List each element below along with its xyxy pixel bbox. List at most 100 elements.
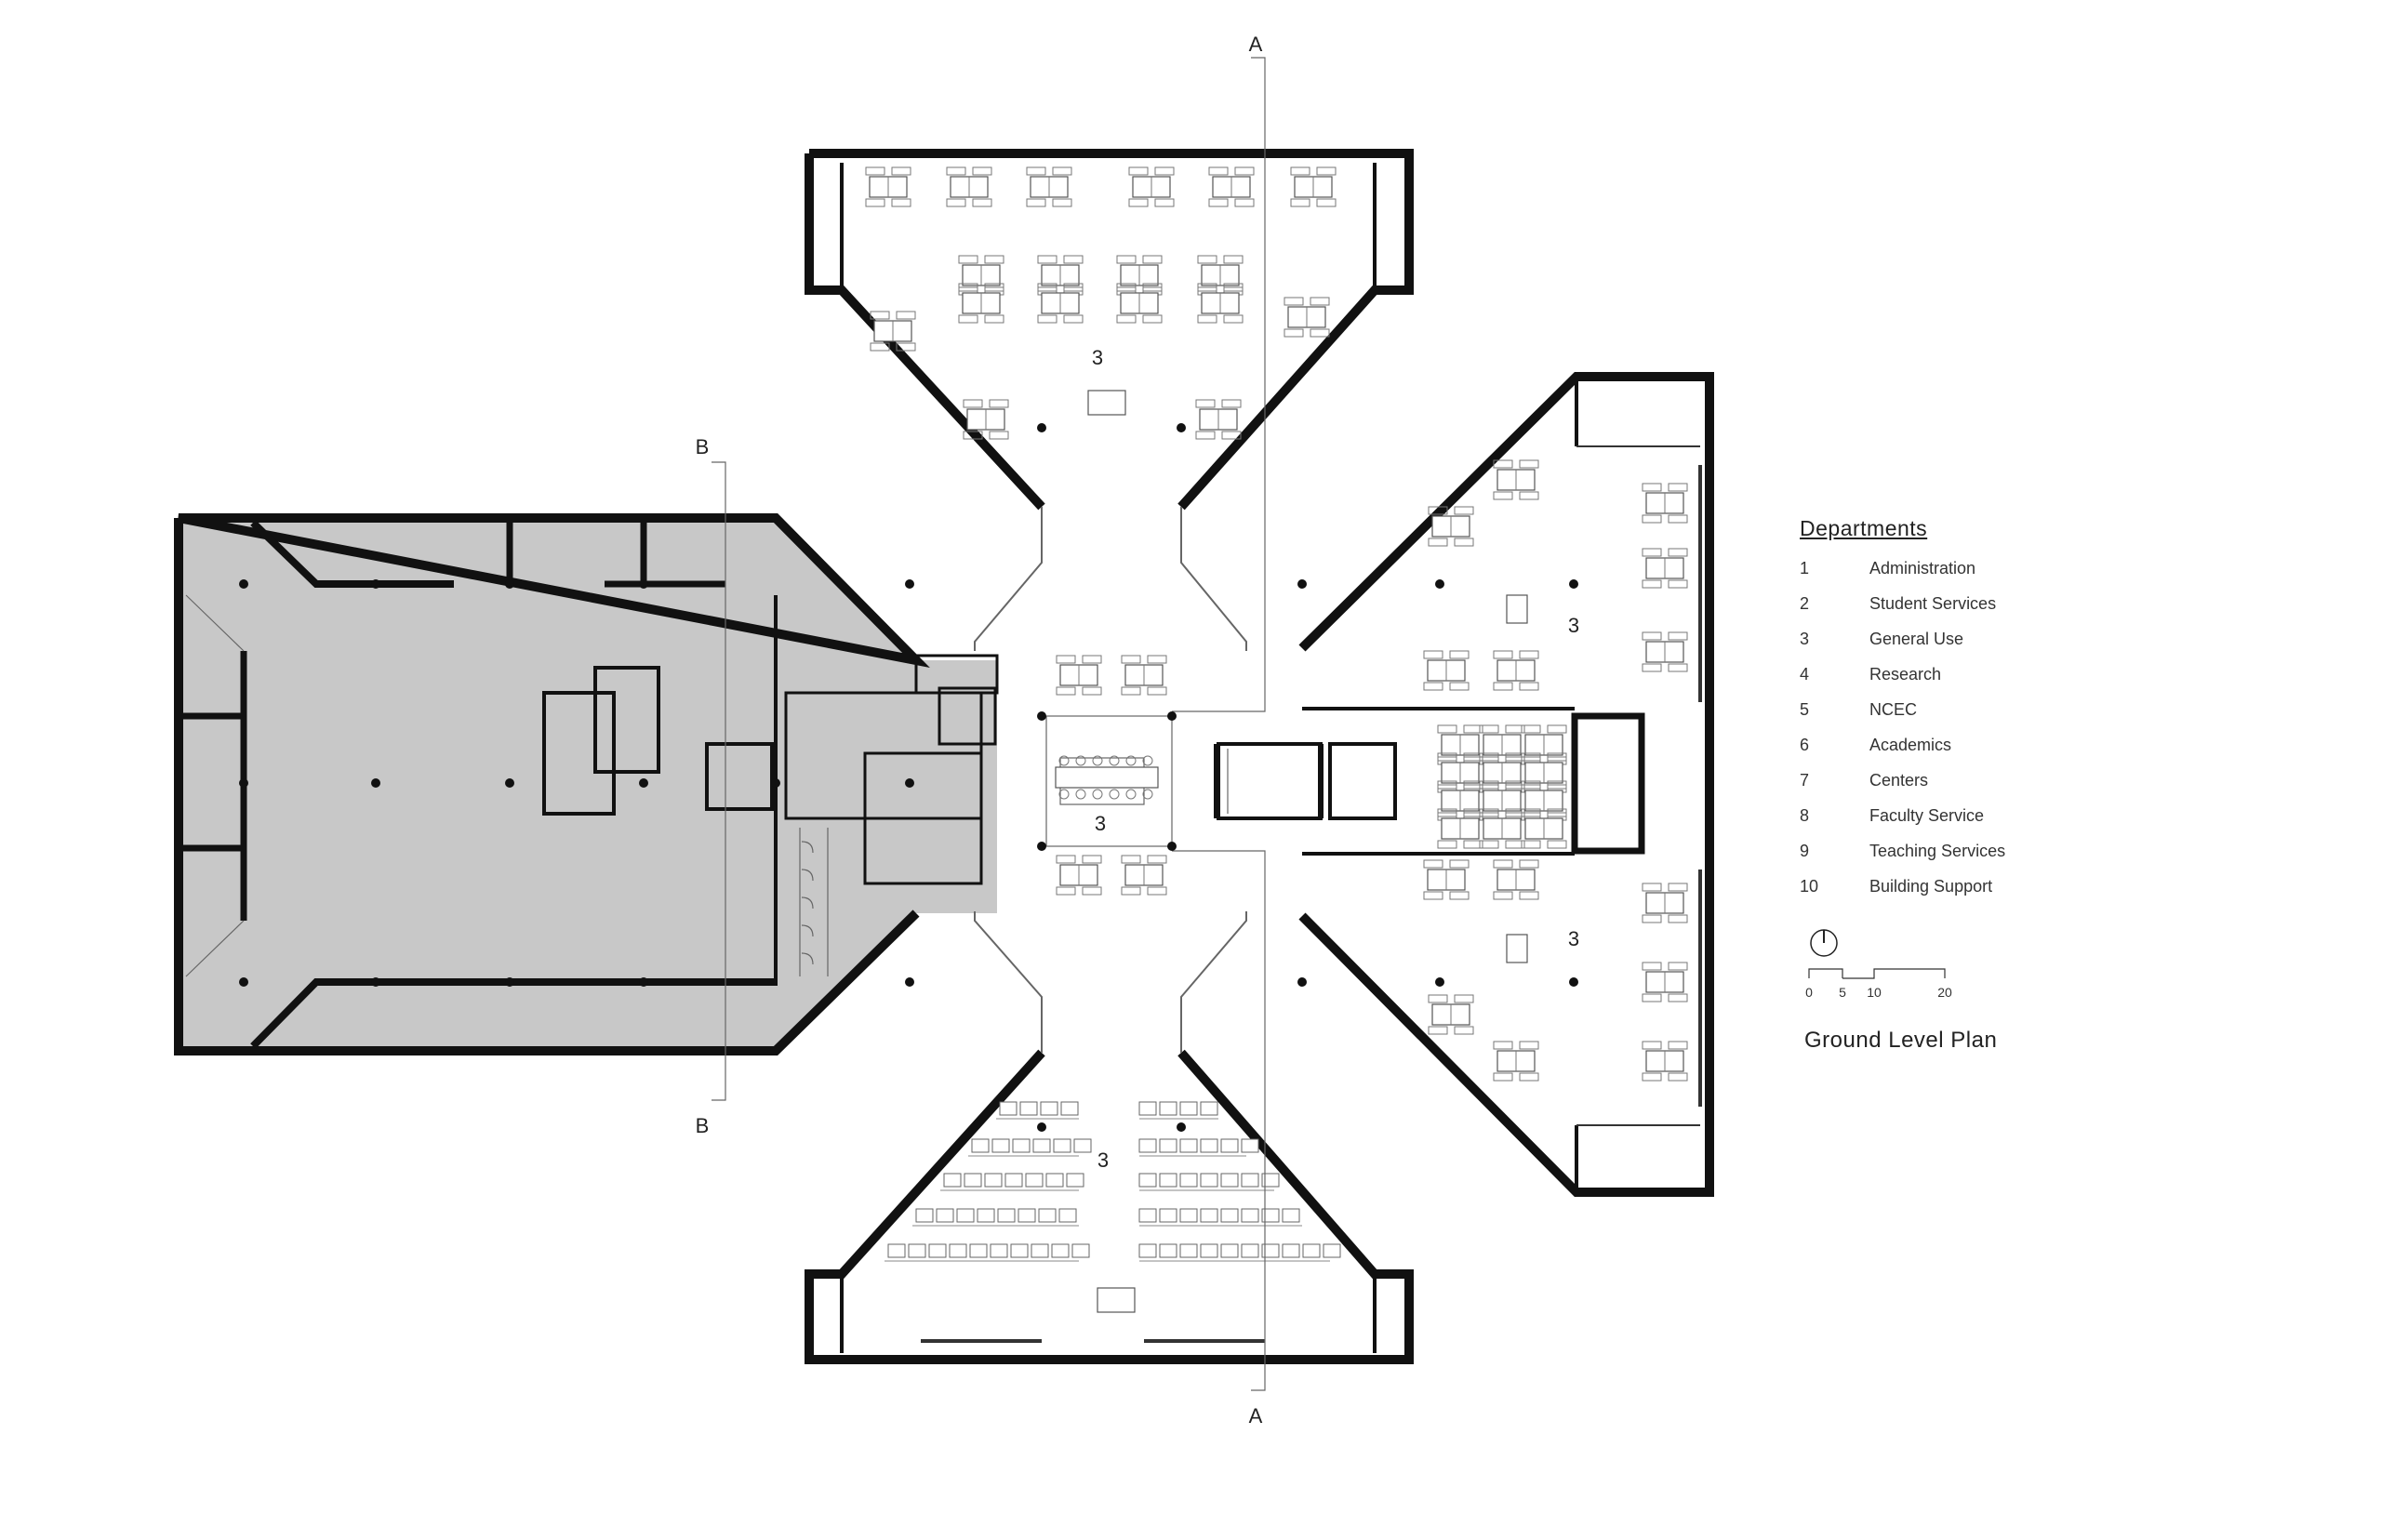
chair	[1521, 808, 1541, 817]
chair	[1037, 283, 1057, 292]
chair	[1310, 328, 1330, 338]
chair	[1075, 789, 1086, 800]
legend-num: 8	[1800, 805, 1810, 825]
scale-tick-label: 5	[1839, 985, 1846, 1000]
seat	[969, 1243, 988, 1258]
desk-cluster	[870, 311, 916, 352]
seat	[1040, 1101, 1058, 1116]
chair	[972, 166, 992, 176]
chair	[1223, 255, 1244, 264]
column-dot	[1177, 1122, 1186, 1132]
column-dot	[505, 579, 514, 589]
chair	[1668, 483, 1688, 492]
seat	[1071, 1243, 1090, 1258]
chair	[1519, 491, 1539, 500]
north-desks	[865, 166, 1337, 440]
seat	[1179, 1138, 1198, 1153]
seat	[1220, 1138, 1239, 1153]
seat	[971, 1138, 990, 1153]
seat	[956, 1208, 975, 1223]
chair	[1092, 755, 1103, 766]
chair	[1463, 724, 1483, 734]
scale-tick-label: 20	[1937, 985, 1952, 1000]
chair	[1058, 789, 1070, 800]
legend-num: 7	[1800, 770, 1810, 790]
chair	[1519, 459, 1539, 469]
chair	[984, 283, 1004, 292]
seat	[1138, 1208, 1157, 1223]
chair	[1668, 914, 1688, 923]
chair	[1479, 808, 1499, 817]
desk-cluster	[1493, 859, 1539, 900]
desk-cluster	[1197, 283, 1244, 324]
legend-label: Student Services	[1869, 593, 1997, 613]
legend-num: 6	[1800, 735, 1810, 754]
seat	[1241, 1208, 1259, 1223]
chair	[1234, 198, 1255, 207]
column-dot	[239, 579, 248, 589]
desk-cluster	[1493, 459, 1539, 500]
chair	[1505, 808, 1525, 817]
desk-cluster	[1642, 483, 1688, 524]
legend-num: 2	[1800, 593, 1810, 613]
legend-num: 9	[1800, 841, 1810, 860]
chair	[1223, 314, 1244, 324]
column-dot	[905, 977, 914, 987]
chair	[1082, 655, 1102, 664]
chair	[1547, 752, 1567, 762]
north-arrow-icon	[1810, 929, 1838, 957]
column-dot	[371, 778, 380, 788]
seat	[943, 1173, 962, 1188]
chair	[1063, 314, 1084, 324]
chair	[1121, 686, 1141, 696]
chair	[1142, 755, 1153, 766]
chair	[1437, 780, 1457, 790]
chair	[865, 198, 885, 207]
seat	[887, 1243, 906, 1258]
room-label-east-upper: 3	[1568, 614, 1579, 637]
seat	[1159, 1101, 1177, 1116]
legend-label: General Use	[1869, 629, 1964, 648]
seat	[1073, 1138, 1092, 1153]
chair	[1479, 724, 1499, 734]
chair	[1642, 1041, 1662, 1050]
column-dot	[1167, 711, 1177, 721]
chair	[963, 431, 983, 440]
structural-columns	[239, 423, 1578, 1132]
chair	[1454, 1026, 1474, 1035]
chair	[1082, 686, 1102, 696]
chair	[1290, 166, 1310, 176]
desk-cluster	[1521, 808, 1567, 849]
chair	[1642, 483, 1662, 492]
chair	[1642, 962, 1662, 971]
desk-cluster	[1037, 283, 1084, 324]
desk-cluster	[963, 399, 1009, 440]
desk-cluster	[946, 166, 992, 207]
chair	[1449, 891, 1470, 900]
column-dot	[1297, 579, 1307, 589]
chair	[1642, 579, 1662, 589]
chair	[1197, 314, 1217, 324]
chair	[1454, 994, 1474, 1003]
seat	[1282, 1243, 1300, 1258]
chair	[1668, 631, 1688, 641]
chair	[1479, 780, 1499, 790]
central-hub	[974, 507, 1324, 1053]
desk-cluster	[1128, 166, 1175, 207]
desk-cluster	[1428, 994, 1474, 1035]
chair	[1128, 166, 1149, 176]
seat	[1038, 1208, 1057, 1223]
seat	[1032, 1138, 1051, 1153]
chair	[1142, 789, 1153, 800]
chair	[1521, 780, 1541, 790]
seat	[1179, 1173, 1198, 1188]
chair	[1454, 538, 1474, 547]
chair	[1221, 431, 1242, 440]
seat	[1241, 1138, 1259, 1153]
chair	[1142, 314, 1163, 324]
chair	[1026, 166, 1046, 176]
chair	[1121, 855, 1141, 864]
desk-cluster	[1479, 752, 1525, 793]
chair	[1437, 724, 1457, 734]
